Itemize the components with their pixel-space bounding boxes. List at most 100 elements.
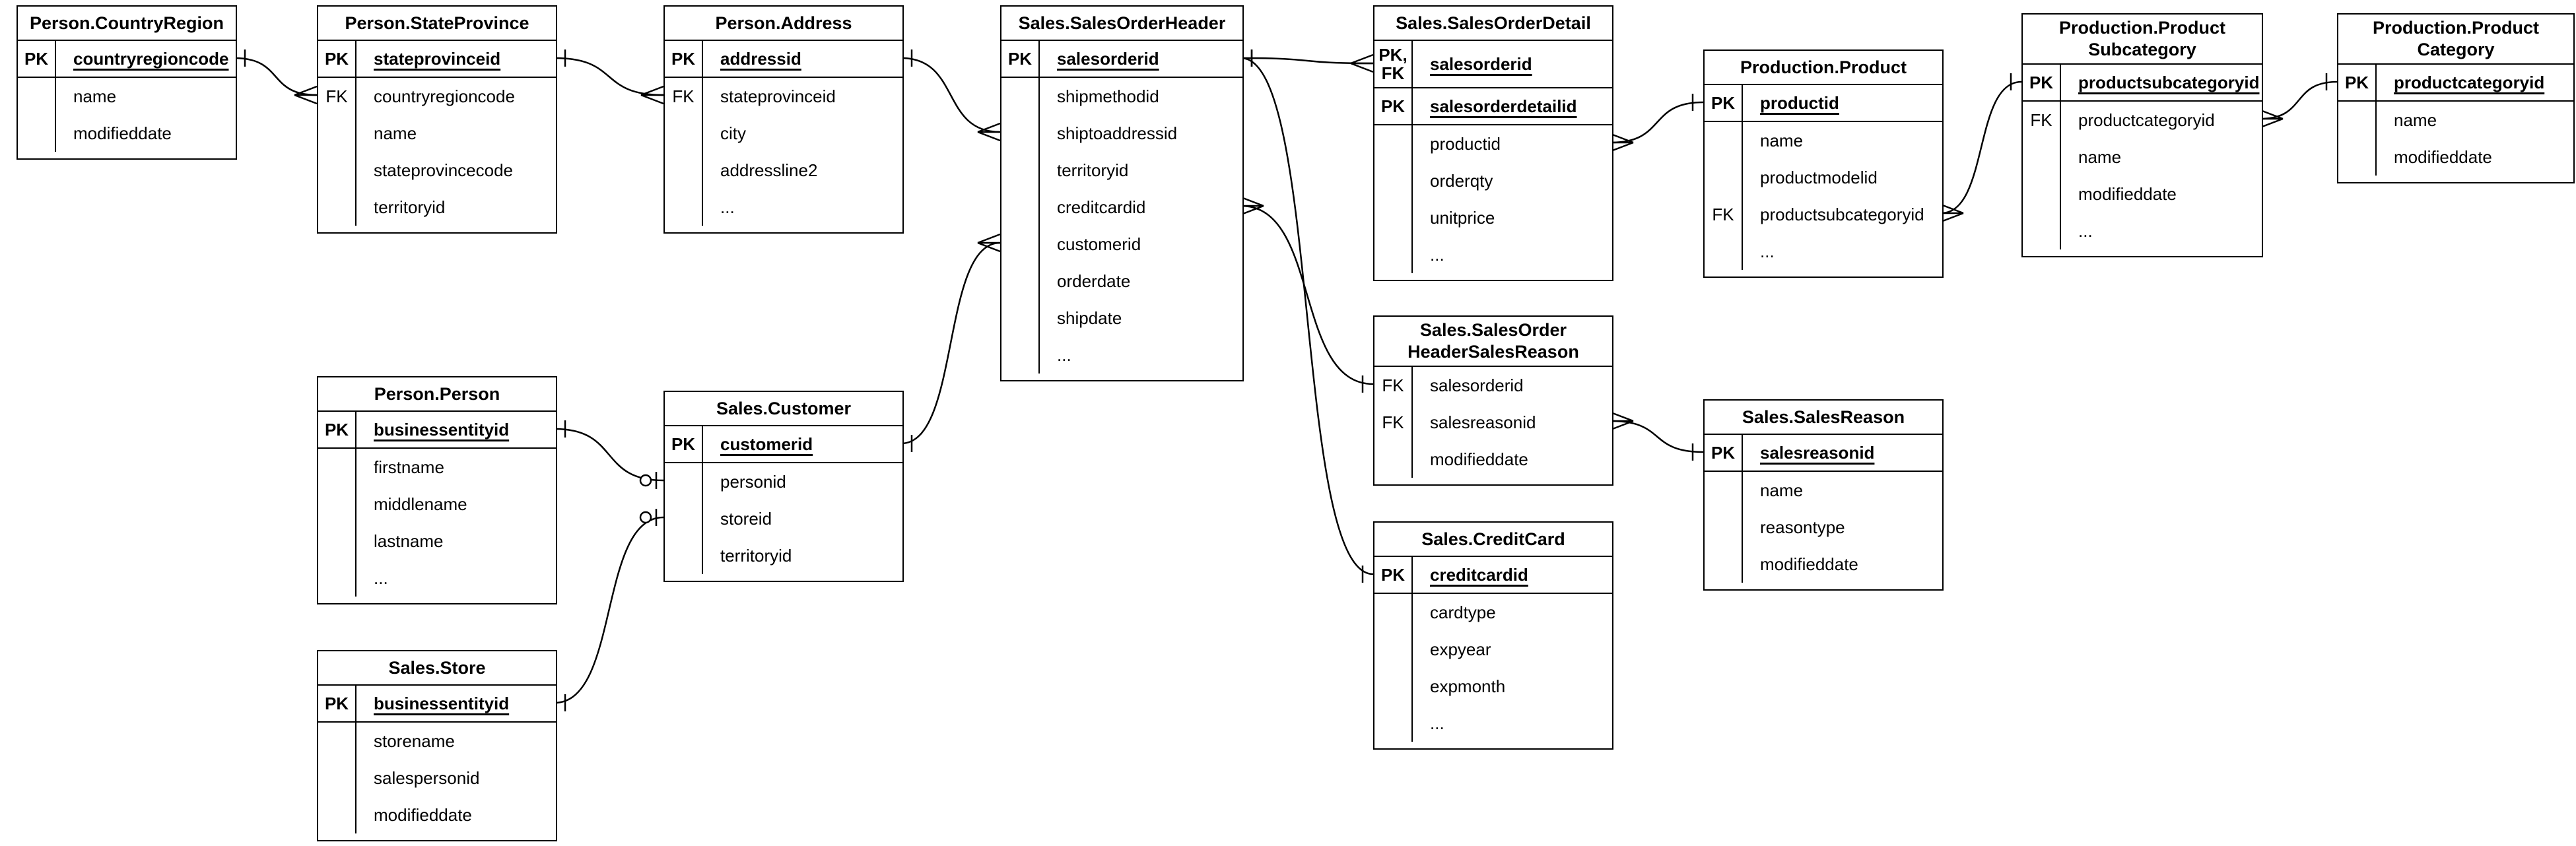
- entity-title: Person.CountryRegion: [18, 7, 236, 41]
- key-label-line: PK: [2029, 73, 2054, 92]
- relationship-address-salesorderheader[interactable]: [900, 49, 1001, 142]
- attribute-name: salesorderdetailid: [1430, 96, 1577, 116]
- attribute-name: modifieddate: [2394, 146, 2492, 167]
- attribute-row: expyear: [1374, 631, 1612, 668]
- attribute-row: modifieddate: [1374, 441, 1612, 478]
- relationship-line[interactable]: [1610, 101, 1704, 144]
- key-label: [1001, 263, 1040, 300]
- attribute-name: middlename: [374, 494, 467, 514]
- attribute-name: salesorderid: [1430, 375, 1524, 395]
- key-label: [318, 523, 356, 560]
- key-label: [665, 500, 703, 537]
- relationship-line[interactable]: [1940, 81, 2022, 214]
- key-label-line: PK: [324, 49, 349, 69]
- relationship-line[interactable]: [2260, 81, 2338, 120]
- attribute-name: businessentityid: [374, 693, 510, 713]
- relationship-countryregion-stateprovince[interactable]: [234, 49, 318, 105]
- relationship-line[interactable]: [1240, 57, 1374, 65]
- key-label: FK: [2023, 102, 2061, 139]
- entity-title-line: Sales.Store: [388, 657, 486, 678]
- attribute-row: ...: [1001, 337, 1242, 374]
- relationship-line[interactable]: [900, 57, 1001, 133]
- attribute-row: territoryid: [318, 189, 556, 226]
- key-label: [1374, 199, 1413, 236]
- relationship-salesorderheader-creditcard[interactable]: [1240, 49, 1374, 583]
- attribute-row: productid: [1374, 125, 1612, 162]
- key-label-line: PK: [1711, 443, 1736, 463]
- attribute-row: productmodelid: [1705, 159, 1942, 196]
- relationship-line[interactable]: [900, 242, 1001, 445]
- entity-bottom-padding: [1374, 478, 1612, 484]
- relationship-headersalesreason-salesreason[interactable]: [1610, 411, 1704, 461]
- key-label: PK: [1374, 88, 1413, 124]
- key-label: PK: [1374, 557, 1413, 593]
- attribute-row: FK productsubcategoryid: [1705, 196, 1942, 233]
- relationship-line[interactable]: [554, 428, 664, 482]
- key-label: [1001, 337, 1040, 374]
- attribute-name: name: [2394, 110, 2437, 130]
- key-label: PK,FK: [1374, 41, 1413, 87]
- attribute-name: city: [720, 123, 746, 143]
- attribute-name: name: [73, 86, 117, 106]
- key-label-line: PK: [671, 434, 696, 454]
- attribute-name: name: [2078, 146, 2122, 167]
- entity-title-line: Person.StateProvince: [345, 13, 529, 33]
- relationship-line[interactable]: [1240, 205, 1374, 385]
- key-label: [2338, 139, 2377, 176]
- relationship-salesorderheader-salesorderdetail[interactable]: [1240, 49, 1374, 73]
- relationship-line[interactable]: [234, 57, 318, 96]
- attribute-row: shipdate: [1001, 300, 1242, 337]
- entity-title: Sales.CreditCard: [1374, 523, 1612, 557]
- relationship-person-customer[interactable]: [554, 420, 664, 489]
- key-label-line: PK: [24, 49, 49, 69]
- entity-title: Sales.SalesOrderHeader: [1001, 7, 1242, 41]
- attribute-name: addressline2: [720, 160, 818, 180]
- relationship-salesorderheader-headersalesreason[interactable]: [1240, 196, 1374, 393]
- relationship-store-customer[interactable]: [554, 509, 664, 711]
- key-label-line: PK: [324, 420, 349, 439]
- key-label: [1374, 236, 1413, 273]
- entity-bottom-padding: [665, 574, 902, 581]
- key-label: [2338, 102, 2377, 139]
- attribute-name: productsubcategoryid: [2078, 72, 2260, 92]
- key-label: [1374, 631, 1413, 668]
- entity-title-line: Sales.SalesOrderDetail: [1396, 13, 1591, 33]
- attribute-name: productsubcategoryid: [1760, 204, 1924, 224]
- relationship-product-productsubcategory[interactable]: [1940, 73, 2022, 223]
- relationship-customer-salesorderheader[interactable]: [900, 233, 1001, 452]
- relationship-line[interactable]: [554, 57, 664, 96]
- attribute-row: shipmethodid: [1001, 78, 1242, 115]
- relationship-productsubcategory-productcategory[interactable]: [2260, 73, 2338, 129]
- relationship-line[interactable]: [1240, 57, 1374, 575]
- key-label: [1001, 189, 1040, 226]
- key-label-line: FK: [1712, 205, 1734, 224]
- key-label: [1374, 668, 1413, 705]
- crows-foot-many-icon: [1610, 133, 1634, 152]
- attribute-row: modifieddate: [1705, 546, 1942, 583]
- relationship-line[interactable]: [554, 516, 664, 704]
- attribute-name: ...: [1760, 241, 1775, 261]
- attribute-name: ...: [2078, 220, 2093, 241]
- attribute-name: territoryid: [720, 545, 792, 566]
- key-label: [1001, 300, 1040, 337]
- relationship-line[interactable]: [1610, 420, 1704, 453]
- relationship-salesorderdetail-product[interactable]: [1610, 94, 1704, 152]
- relationship-stateprovince-address[interactable]: [554, 49, 664, 105]
